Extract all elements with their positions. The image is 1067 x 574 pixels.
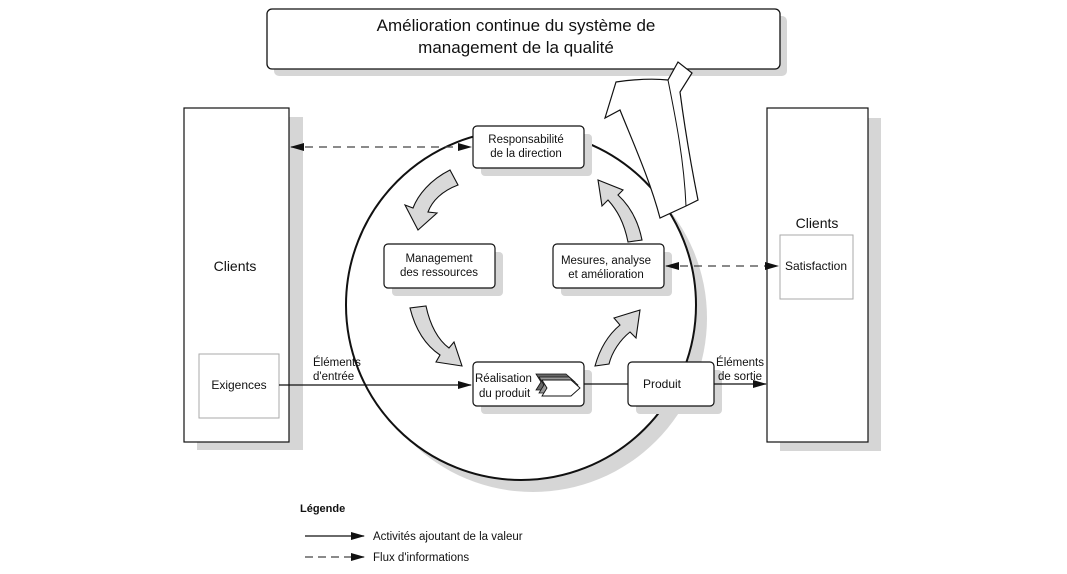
satisfaction-box (779, 234, 854, 300)
right-clients-panel: Clients Satisfaction (766, 107, 881, 451)
input-label-line-2: d'entrée (313, 371, 354, 383)
title-line-2: management de la qualité (418, 38, 614, 57)
legend-item-label: Flux d'informations (373, 552, 469, 564)
box-produit: Produit (627, 361, 722, 414)
cycle-arrow-responsabilite-to-management (403, 169, 459, 231)
improvement-arrow-edge (667, 79, 687, 207)
box-frame (472, 125, 585, 169)
circle-outline (345, 129, 697, 481)
produit-label: Produit (643, 377, 682, 391)
legend: Légende Activités ajoutant de la valeur … (300, 503, 523, 564)
legend-title: Légende (300, 503, 345, 515)
cycle-arrow-icon (403, 169, 459, 231)
box-frame (383, 243, 496, 289)
exigences-box (198, 353, 280, 419)
cycle-arrow-icon (597, 179, 643, 243)
output-label-line-2: de sortie (718, 371, 762, 383)
responsabilite-line-2: de la direction (490, 148, 562, 160)
cycle-arrow-icon (409, 305, 463, 367)
title-line-1: Amélioration continue du système de (377, 16, 656, 35)
improvement-arrow-body (604, 61, 699, 219)
title-box: Amélioration continue du système de mana… (266, 8, 787, 76)
cycle-arrow-mesures-to-responsabilite (597, 179, 643, 243)
realisation-line-2: du produit (479, 388, 531, 400)
management-line-1: Management (405, 253, 473, 265)
left-clients-label: Clients (214, 258, 257, 274)
realisation-line-1: Réalisation (475, 373, 532, 385)
responsabilite-line-1: Responsabilité (488, 134, 563, 146)
stacked-chevron-icon (535, 373, 581, 397)
box-mesures: Mesures, analyse et amélioration (552, 243, 672, 296)
mesures-line-2: et amélioration (568, 269, 643, 281)
cycle-arrow-icon (594, 309, 641, 367)
management-line-2: des ressources (400, 267, 478, 279)
exigences-label: Exigences (211, 378, 266, 392)
cycle-arrow-management-to-realisation (409, 305, 463, 367)
continual-improvement-arrow (604, 61, 699, 219)
input-label-line-1: Éléments (313, 356, 361, 369)
box-frame (552, 243, 665, 289)
box-realisation: Réalisation du produit (472, 361, 592, 414)
right-clients-label: Clients (796, 215, 839, 231)
mesures-line-1: Mesures, analyse (561, 255, 651, 267)
box-responsabilite: Responsabilité de la direction (472, 125, 592, 176)
title-box-frame (266, 8, 781, 70)
left-clients-panel: Clients Exigences (183, 107, 303, 450)
legend-item-label: Activités ajoutant de la valeur (373, 531, 523, 543)
output-label-line-1: Éléments (716, 356, 764, 369)
satisfaction-label: Satisfaction (785, 259, 847, 273)
box-management: Management des ressources (383, 243, 503, 296)
process-circle (345, 129, 707, 492)
cycle-arrow-realisation-to-mesures (594, 309, 641, 367)
